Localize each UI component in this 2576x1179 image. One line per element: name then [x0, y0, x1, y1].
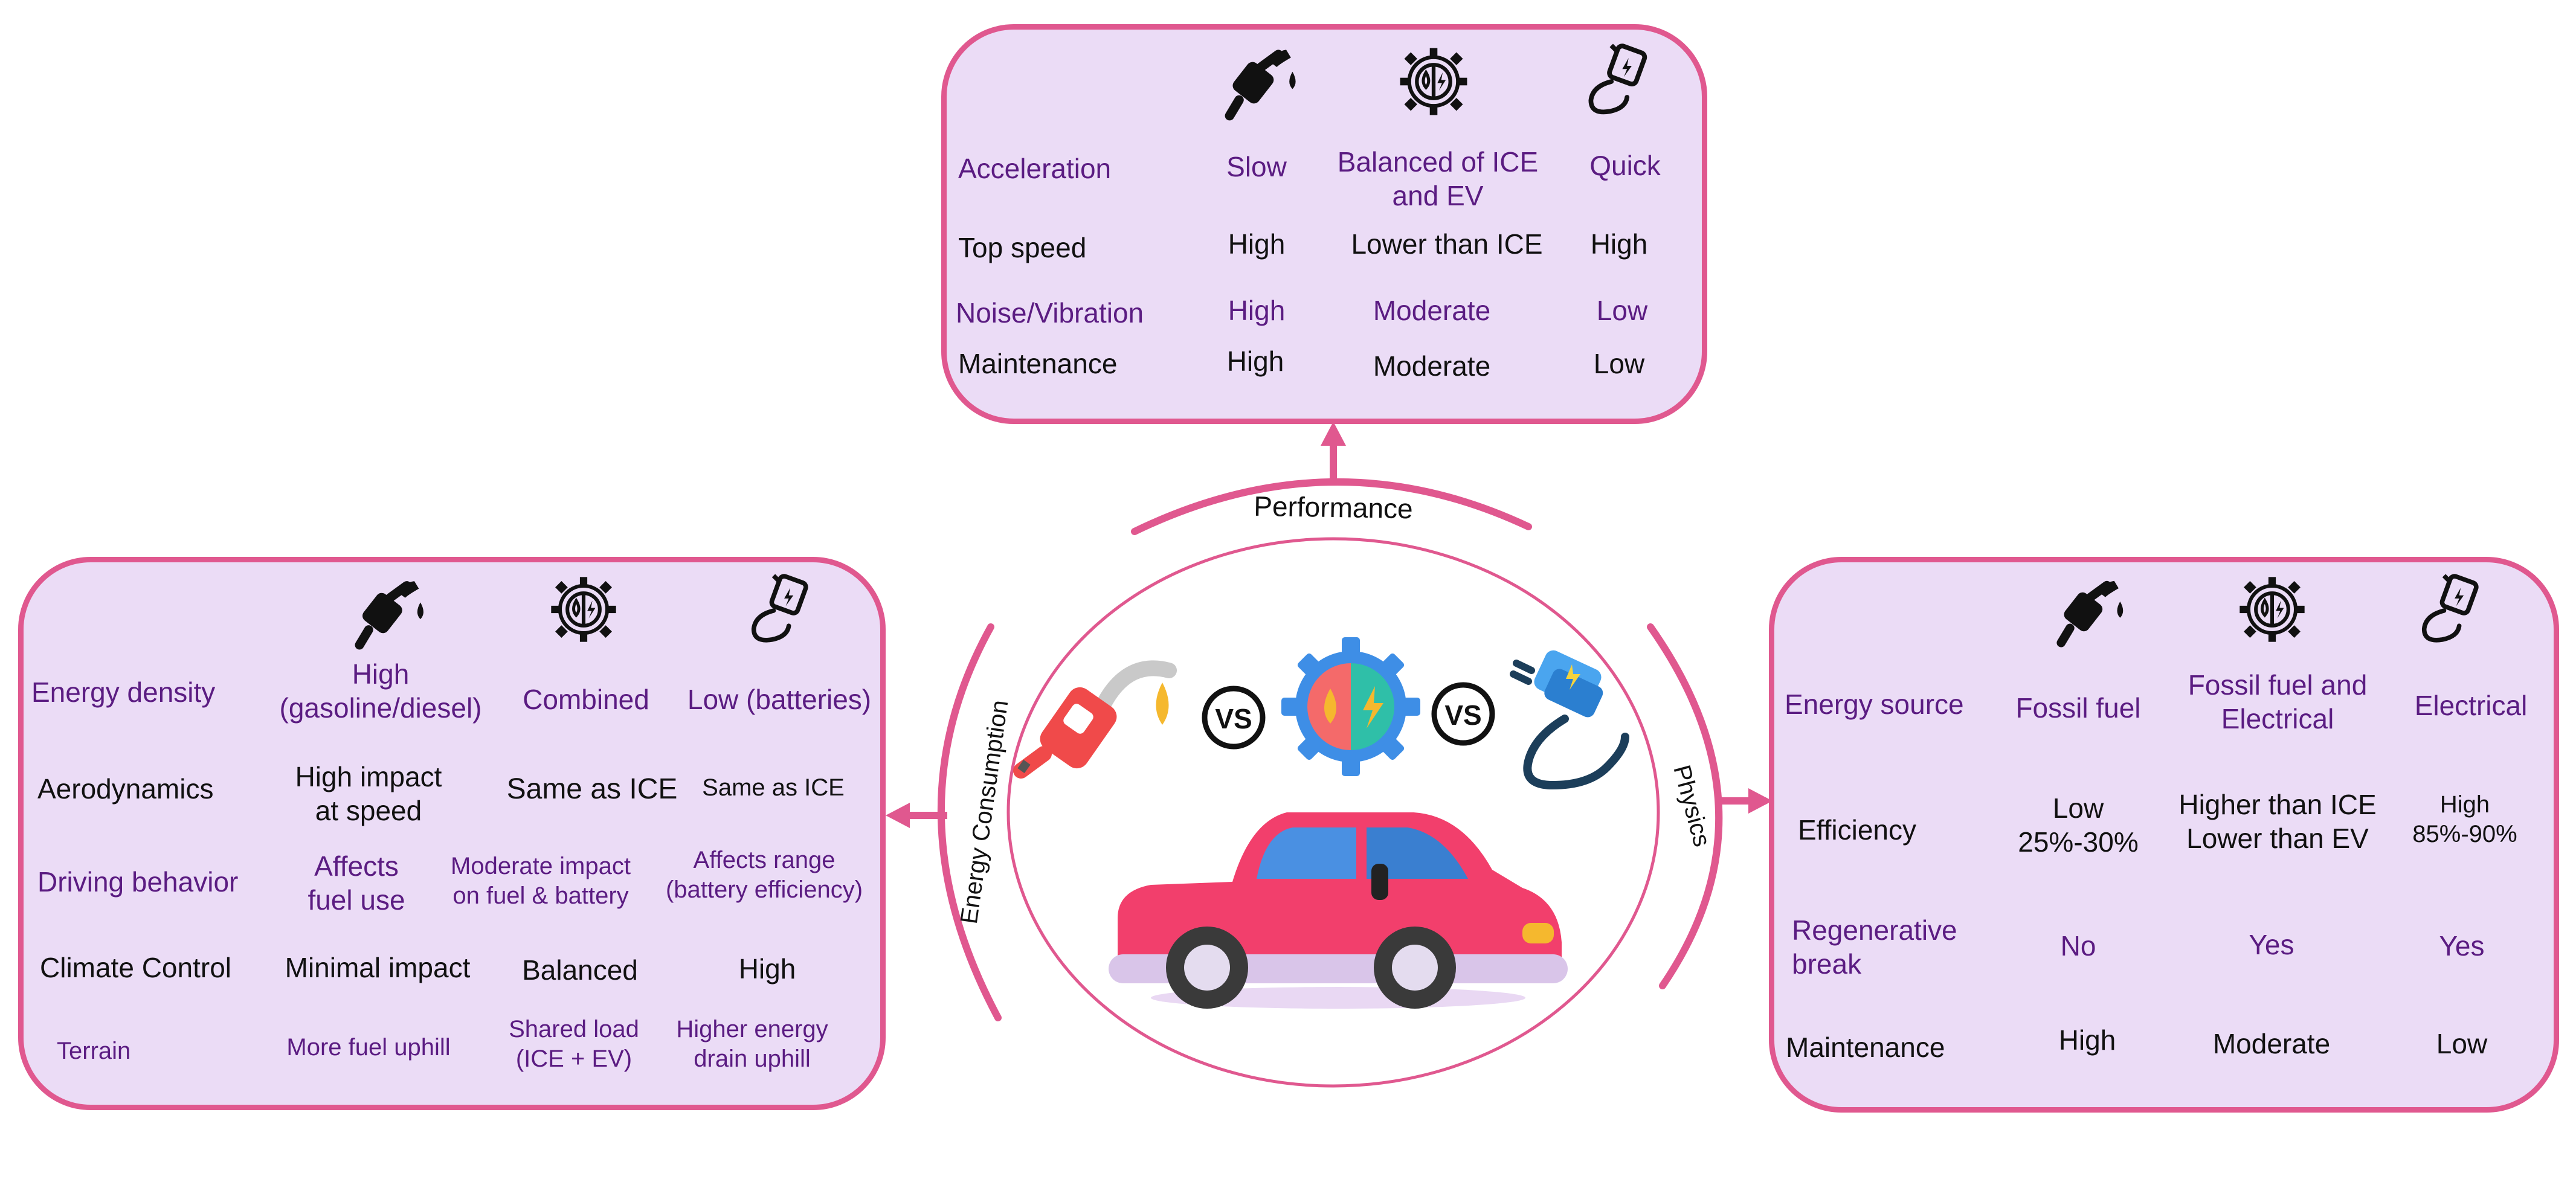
physics-ev-value: Electrical [2414, 690, 2528, 721]
energy-row-label: Climate Control [40, 952, 231, 983]
perf-ice-value: Slow [1226, 151, 1287, 182]
energy-ice-value: Minimal impact [285, 952, 471, 983]
energy-consumption-panel [18, 557, 886, 1110]
perf-hybrid-value: Lower than ICE [1351, 228, 1543, 260]
vs-label-2: VS [1444, 699, 1482, 731]
physics-hybrid-value: Moderate [2212, 1028, 2331, 1059]
performance-arc-label: Performance [1253, 490, 1414, 525]
perf-ice-value: High [1226, 345, 1284, 377]
ice-fuel-pump-icon [355, 581, 423, 650]
perf-ice-value: High [1228, 295, 1286, 326]
energy-ev-value: High [738, 953, 796, 985]
ev-charging-plug-icon [1588, 43, 1647, 115]
perf-hybrid-value: Moderate [1373, 295, 1491, 326]
performance-arc [1131, 478, 1532, 535]
energy-hybrid-value: Moderate impact on fuel & battery [451, 853, 631, 909]
energy-row-label: Terrain [57, 1038, 131, 1064]
hybrid-gear-icon [1400, 48, 1467, 115]
physics-ev-value: Yes [2439, 930, 2485, 962]
ev-charging-plug-icon [751, 574, 808, 643]
physics-panel [1769, 557, 2559, 1113]
vs-circle-1 [1202, 686, 1266, 750]
arrow-left [886, 803, 910, 828]
energy-ev-value: Affects range (battery efficiency) [665, 847, 863, 903]
physics-hybrid-value: Higher than ICE Lower than EV [2178, 789, 2377, 855]
hybrid-gear-center-icon [1281, 637, 1420, 776]
ev-charging-plug-icon [2421, 574, 2479, 643]
blue-ev-plug-icon [1510, 650, 1629, 790]
perf-ev-value: Low [1593, 348, 1645, 379]
physics-arc [1647, 623, 1723, 989]
energy-ice-value: High impact at speed [295, 761, 442, 827]
perf-row-label: Noise/Vibration [956, 297, 1144, 329]
arrow-up [1321, 422, 1346, 446]
physics-ice-value: No [2060, 930, 2096, 962]
energy-row-label: Aerodynamics [37, 773, 214, 805]
ice-fuel-pump-icon [2056, 580, 2124, 647]
perf-row-label: Top speed [958, 232, 1087, 263]
perf-ice-value: High [1228, 228, 1286, 260]
perf-row-label: Maintenance [958, 348, 1118, 379]
vs-label-1: VS [1215, 703, 1252, 734]
hybrid-gear-icon [2240, 577, 2305, 642]
perf-ev-value: Low [1596, 295, 1648, 326]
car-illustration [1109, 812, 1568, 1009]
hybrid-gear-icon [551, 577, 616, 642]
perf-ev-value: Quick [1589, 150, 1661, 181]
energy-hybrid-value: Shared load (ICE + EV) [509, 1016, 639, 1072]
energy-ev-value: Same as ICE [702, 774, 845, 801]
physics-ev-value: Low [2436, 1028, 2488, 1059]
center-circle [1006, 537, 1660, 1088]
energy-row-label: Energy density [31, 676, 216, 708]
performance-panel [941, 24, 1707, 424]
physics-ice-value: Low 25%-30% [2018, 792, 2139, 858]
energy-ev-value: Higher energy drain uphill [676, 1016, 828, 1072]
energy-ice-value: High (gasoline/diesel) [279, 658, 482, 724]
perf-ev-value: High [1590, 228, 1648, 260]
energy-hybrid-value: Combined [523, 684, 649, 715]
vs-circle-2 [1431, 682, 1495, 746]
physics-hybrid-value: Yes [2249, 929, 2294, 960]
physics-row-label: Maintenance [1786, 1032, 1945, 1063]
energy-ice-value: Affects fuel use [308, 850, 405, 916]
arrow-right [1748, 788, 1773, 814]
energy-ice-value: More fuel uphill [286, 1034, 451, 1061]
energy-ev-value: Low (batteries) [687, 684, 872, 715]
perf-hybrid-value: Moderate [1373, 350, 1491, 382]
physics-ice-value: Fossil fuel [2015, 692, 2141, 724]
red-fuel-nozzle-icon [1013, 660, 1177, 779]
energy-row-label: Driving behavior [37, 866, 239, 898]
perf-row-label: Acceleration [958, 153, 1112, 184]
physics-row-label: Efficiency [1798, 814, 1917, 846]
physics-ice-value: High [2058, 1024, 2116, 1056]
physics-ev-value: High 85%-90% [2412, 791, 2517, 847]
physics-row-label: Energy source [1785, 689, 1964, 720]
physics-row-label: Regenerative break [1792, 914, 1957, 980]
energy-hybrid-value: Same as ICE [506, 773, 678, 805]
ice-fuel-pump-icon [1225, 50, 1296, 121]
energy-hybrid-value: Balanced [522, 954, 638, 986]
physics-hybrid-value: Fossil fuel and Electrical [2188, 669, 2368, 735]
perf-hybrid-value: Balanced of ICE and EV [1337, 146, 1539, 212]
